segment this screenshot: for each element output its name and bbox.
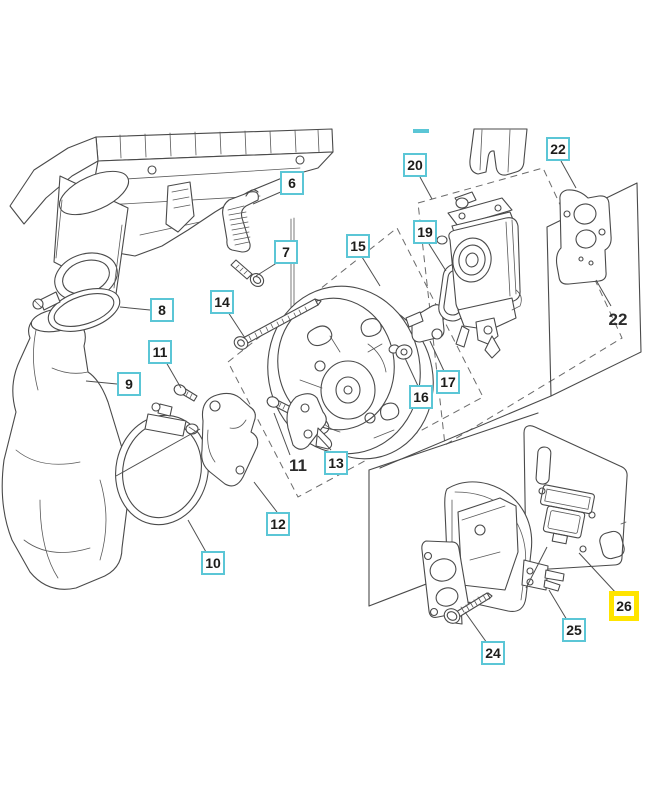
part-bracket-12 (201, 392, 259, 487)
callout-20[interactable]: 20 (403, 153, 427, 177)
part-hose-clamp-8 (32, 288, 121, 332)
callout-10[interactable]: 10 (201, 551, 225, 575)
part-strap-6 (222, 189, 259, 253)
callout-14[interactable]: 14 (210, 290, 234, 314)
part-screw-11-left (173, 384, 198, 402)
callout-7[interactable]: 7 (274, 240, 298, 264)
part-carburetor-20 (436, 128, 528, 359)
part-nut-16 (388, 344, 413, 360)
callout-6[interactable]: 6 (280, 171, 304, 195)
callout-11[interactable]: 11 (148, 340, 172, 364)
callout-19[interactable]: 19 (413, 220, 437, 244)
callout-26-highlighted[interactable]: 26 (609, 591, 639, 621)
leader-lines (85, 160, 617, 644)
dashed-box-assembly-20 (417, 167, 623, 446)
part-cover-plate-26 (523, 425, 628, 571)
part-bolt-7 (230, 259, 265, 287)
part-screw-14 (233, 298, 322, 350)
callout-9[interactable]: 9 (117, 372, 141, 396)
dashed-box-assembly-15 (227, 227, 484, 498)
part-cover-assembly-25 (421, 481, 565, 625)
callout-15[interactable]: 15 (346, 234, 370, 258)
ref-number-11: 11 (289, 456, 307, 475)
callout-22[interactable]: 22 (546, 137, 570, 161)
callout-17[interactable]: 17 (436, 370, 460, 394)
ref-number-22: 22 (608, 310, 628, 329)
clipped-callout-edge (413, 129, 429, 133)
part-bolt-24 (443, 592, 493, 624)
part-gasket-22 (555, 189, 612, 285)
part-bellows-9 (1, 307, 130, 590)
callout-25[interactable]: 25 (562, 618, 586, 642)
callout-24[interactable]: 24 (481, 641, 505, 665)
part-clamp-ring-10 (115, 402, 209, 526)
air-housing (9, 128, 334, 302)
callout-16[interactable]: 16 (409, 385, 433, 409)
callout-12[interactable]: 12 (266, 512, 290, 536)
part-bracket-13 (286, 393, 333, 450)
callout-13[interactable]: 13 (324, 451, 348, 475)
callout-8[interactable]: 8 (150, 298, 174, 322)
